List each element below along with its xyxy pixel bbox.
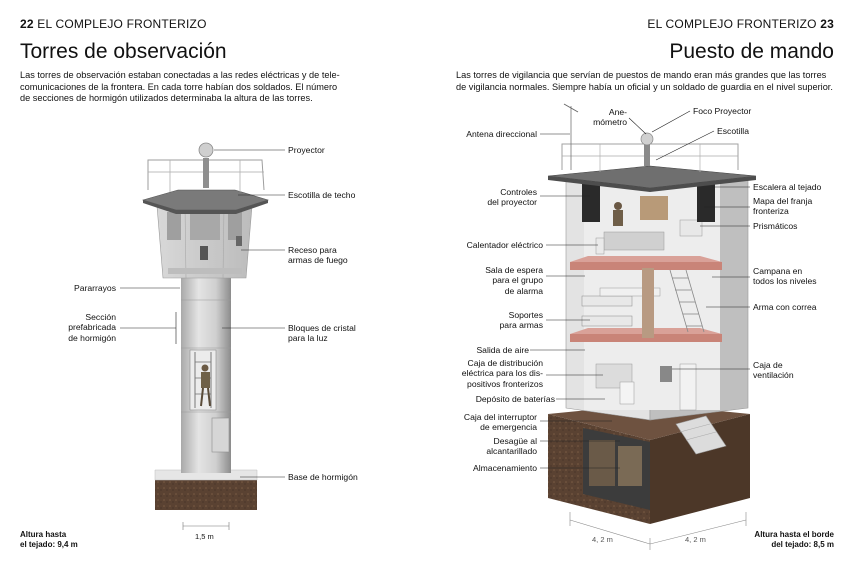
label-line: para la luz <box>288 333 356 343</box>
label-line: para el grupo <box>485 275 543 285</box>
label-almacenamiento: Almacenamiento <box>473 463 537 473</box>
label-sala: Sala de espera para el grupo de alarma <box>485 265 543 296</box>
label-line: fronteriza <box>753 206 812 216</box>
label-line: armas de fuego <box>288 255 348 265</box>
left-footer-height: Altura hasta el tejado: 9,4 m <box>20 530 78 550</box>
label-line: Caja de <box>753 360 794 370</box>
footer-line: Altura hasta el borde <box>754 530 834 540</box>
label-line: mómetro <box>593 117 627 127</box>
label-prismaticos: Prismáticos <box>753 221 797 231</box>
label-line: positivos fronterizos <box>462 379 543 389</box>
label-line: Desagüe al <box>486 436 537 446</box>
label-line: Caja del interruptor <box>464 412 537 422</box>
label-line: Ane- <box>593 107 627 117</box>
label-baterias: Depósito de baterías <box>476 394 555 404</box>
label-caja-distribucion: Caja de distribución eléctrica para los … <box>462 358 543 389</box>
footer-line: el tejado: 9,4 m <box>20 540 78 550</box>
label-line: eléctrica para los dis- <box>462 368 543 378</box>
label-salida: Salida de aire <box>476 345 529 355</box>
label-line: Campana en <box>753 266 817 276</box>
footer-line: del tejado: 8,5 m <box>754 540 834 550</box>
dimension-width: 1,5 m <box>195 532 214 542</box>
label-ventilacion: Caja de ventilación <box>753 360 794 381</box>
label-line: ventilación <box>753 370 794 380</box>
label-line: del proyector <box>487 197 537 207</box>
label-line: Bloques de cristal <box>288 323 356 333</box>
label-proyector: Proyector <box>288 145 325 155</box>
right-footer-height: Altura hasta el borde del tejado: 8,5 m <box>754 530 834 550</box>
label-line: Controles <box>487 187 537 197</box>
label-base: Base de hormigón <box>288 472 358 482</box>
label-line: de alarma <box>485 286 543 296</box>
label-line: Caja de distribución <box>462 358 543 368</box>
label-calentador: Calentador eléctrico <box>467 240 543 250</box>
observation-tower-illustration <box>143 143 268 530</box>
label-line: de emergencia <box>464 422 537 432</box>
label-desague: Desagüe al alcantarillado <box>486 436 537 457</box>
label-seccion: Sección prefabricada de hormigón <box>68 312 116 343</box>
label-mapa: Mapa del franja fronteriza <box>753 196 812 217</box>
label-line: alcantarillado <box>486 446 537 456</box>
label-receso: Receso para armas de fuego <box>288 245 348 266</box>
label-line: para armas <box>500 320 543 330</box>
label-controles: Controles del proyector <box>487 187 537 208</box>
label-antena: Antena direccional <box>466 129 537 139</box>
command-post-illustration <box>548 104 756 550</box>
label-line: Sala de espera <box>485 265 543 275</box>
label-line: Sección <box>68 312 116 322</box>
label-line: todos los niveles <box>753 276 817 286</box>
dimension-right: 4, 2 m <box>685 535 706 545</box>
label-campana: Campana en todos los niveles <box>753 266 817 287</box>
label-anemometro: Ane- mómetro <box>593 107 627 128</box>
label-pararrayos: Pararrayos <box>74 283 116 293</box>
label-line: Soportes <box>500 310 543 320</box>
dimension-left: 4, 2 m <box>592 535 613 545</box>
label-line: prefabricada <box>68 322 116 332</box>
label-escotilla-techo: Escotilla de techo <box>288 190 355 200</box>
label-escotilla: Escotilla <box>717 126 749 136</box>
label-escalera: Escalera al tejado <box>753 182 821 192</box>
label-arma-correa: Arma con correa <box>753 302 817 312</box>
label-bloques: Bloques de cristal para la luz <box>288 323 356 344</box>
label-line: Mapa del franja <box>753 196 812 206</box>
label-foco-proyector: Foco Proyector <box>693 106 751 116</box>
label-line: Receso para <box>288 245 348 255</box>
label-soportes: Soportes para armas <box>500 310 543 331</box>
label-line: de hormigón <box>68 333 116 343</box>
label-interruptor: Caja del interruptor de emergencia <box>464 412 537 433</box>
footer-line: Altura hasta <box>20 530 78 540</box>
